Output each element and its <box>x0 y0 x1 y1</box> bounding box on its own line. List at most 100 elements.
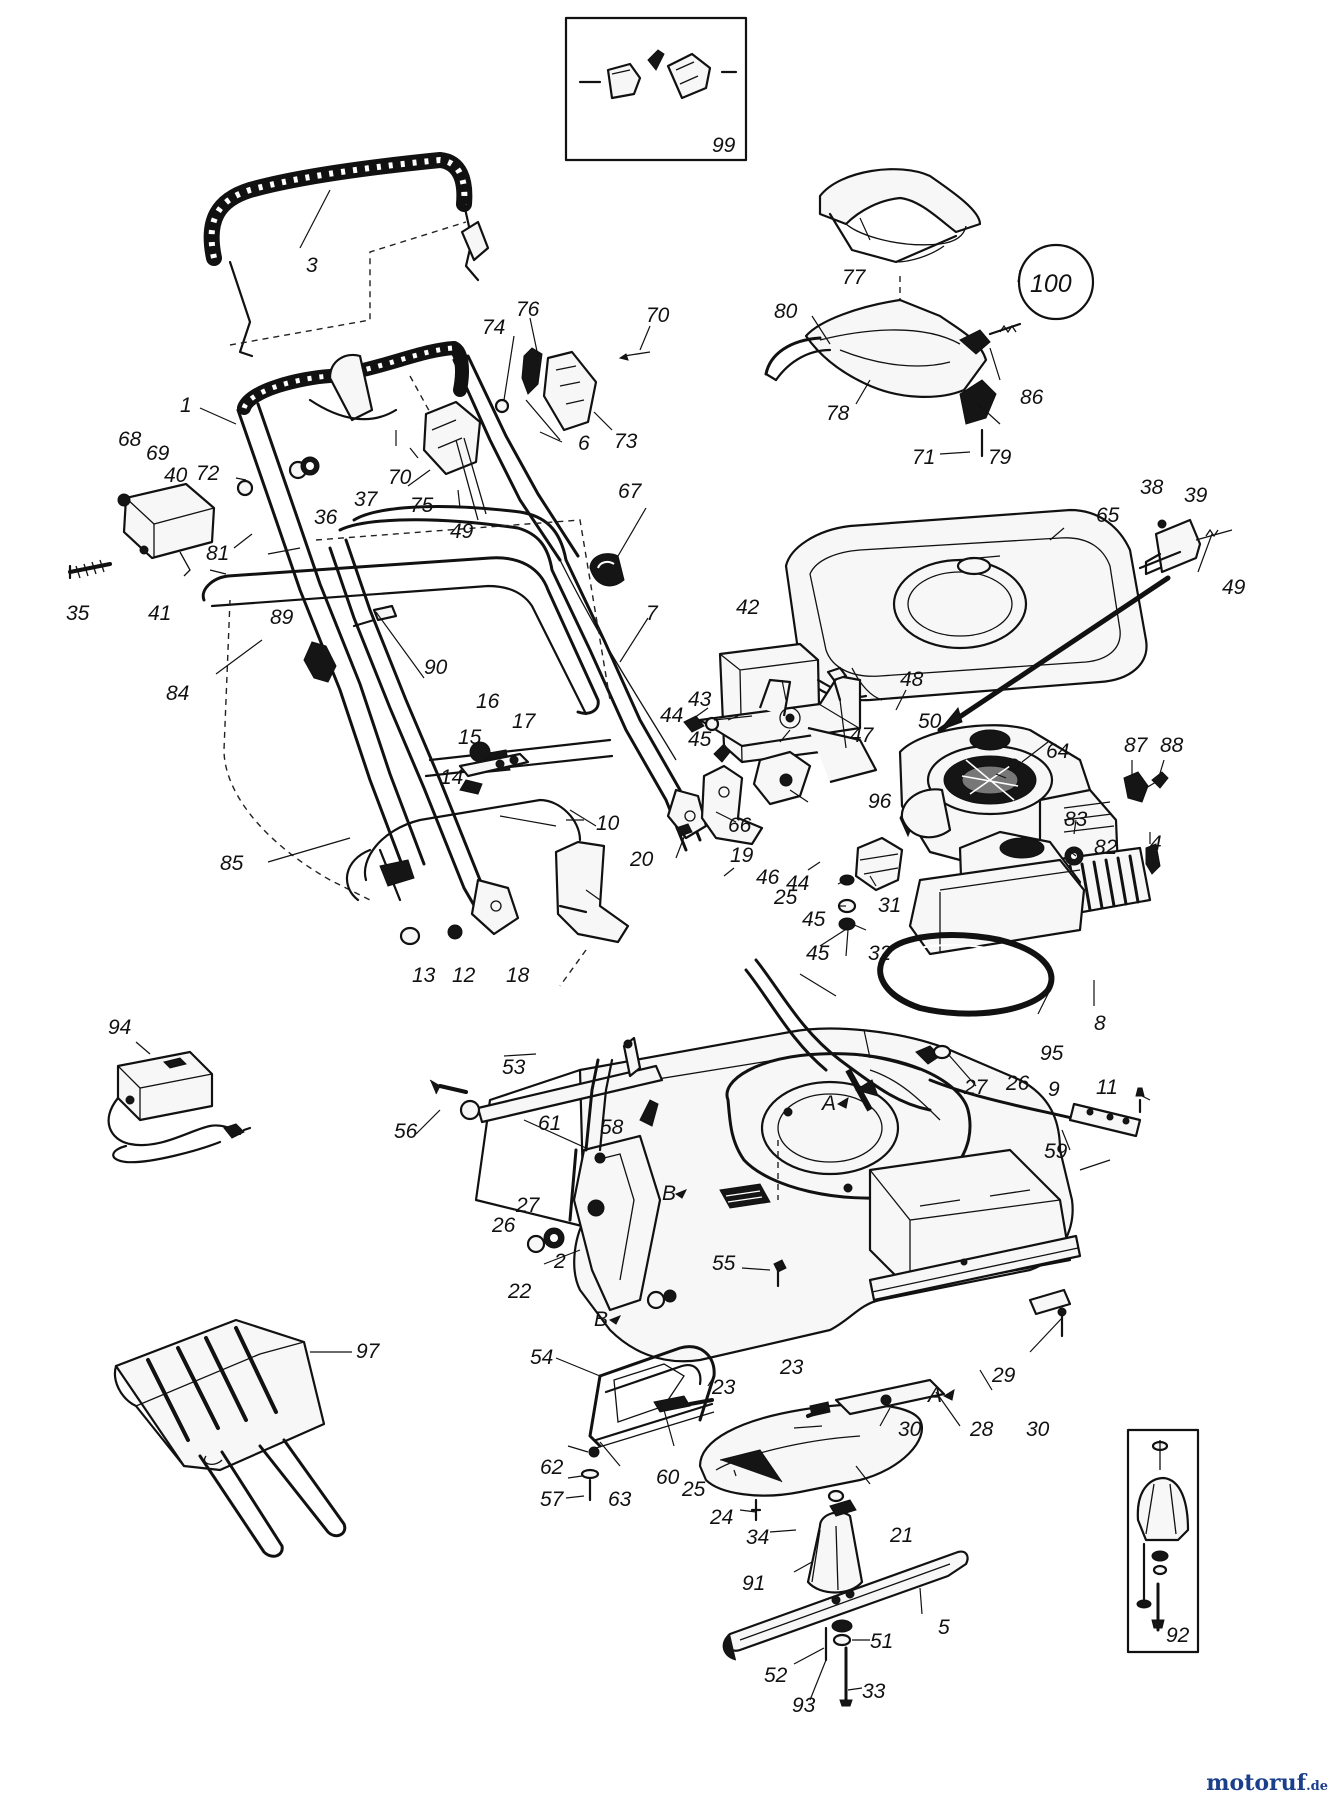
callout-50: 50 <box>918 710 942 733</box>
callout-17: 17 <box>512 710 537 733</box>
callout-26a: 26 <box>491 1214 516 1237</box>
circled-100: 100 <box>1017 243 1095 321</box>
callout-8: 8 <box>1094 1012 1106 1035</box>
callout-77: 77 <box>842 266 867 289</box>
inset-99-frame <box>564 16 748 162</box>
callout-16: 16 <box>476 690 500 713</box>
callout-43: 43 <box>688 688 712 711</box>
callout-3: 3 <box>306 254 318 277</box>
letter-b-lower: B <box>594 1308 608 1331</box>
rear-flap-assembly <box>764 168 1022 458</box>
callout-63: 63 <box>608 1488 632 1511</box>
handle-clip <box>460 220 490 262</box>
callout-37: 37 <box>354 488 379 511</box>
callout-40: 40 <box>164 464 188 487</box>
callout-35: 35 <box>66 602 90 625</box>
callout-23a: 23 <box>711 1376 736 1399</box>
callout-33: 33 <box>862 1680 886 1703</box>
callout-41: 41 <box>148 602 171 625</box>
callout-45c: 45 <box>806 942 830 965</box>
nut-13 <box>399 926 421 946</box>
reference-letters: A A B B <box>594 1092 955 1407</box>
inset-92-frame <box>1126 1428 1200 1654</box>
callout-10: 10 <box>596 812 620 835</box>
letter-a-upper: A <box>820 1092 836 1115</box>
callout-34: 34 <box>746 1526 769 1549</box>
callout-70b: 70 <box>388 466 412 489</box>
callout-73: 73 <box>614 430 638 453</box>
callout-26b: 26 <box>1005 1072 1030 1095</box>
blade-5 <box>722 1550 969 1707</box>
inset-92: 92 <box>1126 1428 1200 1654</box>
callout-21: 21 <box>889 1524 913 1547</box>
callout-54: 54 <box>530 1346 553 1369</box>
callout-59: 59 <box>1044 1140 1068 1163</box>
callout-79: 79 <box>988 446 1012 469</box>
callout-24: 24 <box>709 1506 733 1529</box>
leader-lines <box>135 189 1213 1701</box>
callout-27a: 27 <box>515 1194 541 1217</box>
callout-62: 62 <box>540 1456 564 1479</box>
battery-box-40 <box>68 482 216 580</box>
circled-100-label: 100 <box>1030 270 1072 298</box>
callout-70a: 70 <box>646 304 670 327</box>
callout-30b: 30 <box>1026 1418 1050 1441</box>
callout-11: 11 <box>1096 1076 1118 1099</box>
callout-12: 12 <box>452 964 476 987</box>
callout-86: 86 <box>1020 386 1044 409</box>
callout-47: 47 <box>850 724 875 747</box>
callout-30a: 30 <box>898 1418 922 1441</box>
watermark-brand: motoruf <box>1206 1770 1307 1796</box>
lower-bracket-54 <box>580 1345 716 1502</box>
callout-91: 91 <box>742 1572 765 1595</box>
callout-28: 28 <box>969 1418 994 1441</box>
callout-93: 93 <box>792 1694 816 1717</box>
callout-6: 6 <box>578 432 590 455</box>
callout-65: 65 <box>1096 504 1120 527</box>
callout-4: 4 <box>1150 832 1162 855</box>
callout-87: 87 <box>1124 734 1149 757</box>
letter-a-lower: A <box>926 1384 942 1407</box>
callout-68: 68 <box>118 428 142 451</box>
callout-14: 14 <box>440 766 463 789</box>
callout-55: 55 <box>712 1252 736 1275</box>
callout-9: 9 <box>1048 1078 1060 1101</box>
letter-b-upper: B <box>662 1182 676 1205</box>
inset-99-label: 99 <box>712 134 736 157</box>
callout-labels: 1 2 3 4 5 6 7 8 9 10 11 12 13 14 15 16 1… <box>66 254 1246 1717</box>
callout-1: 1 <box>180 394 192 417</box>
callout-82: 82 <box>1094 836 1118 859</box>
callout-39: 39 <box>1184 484 1208 507</box>
callout-49b: 49 <box>1222 576 1246 599</box>
callout-60: 60 <box>656 1466 680 1489</box>
callout-51: 51 <box>870 1630 893 1653</box>
callout-80: 80 <box>774 300 798 323</box>
callout-15: 15 <box>458 726 482 749</box>
inset-99: 99 <box>564 16 748 162</box>
clip-67 <box>589 553 625 587</box>
blade-guard-21 <box>698 1378 946 1522</box>
callout-42: 42 <box>736 596 760 619</box>
callout-58: 58 <box>600 1116 624 1139</box>
callout-85: 85 <box>220 852 244 875</box>
callout-23b: 23 <box>779 1356 804 1379</box>
callout-38: 38 <box>1140 476 1164 499</box>
callout-27b: 27 <box>963 1076 989 1099</box>
watermark: motoruf.de <box>1206 1770 1328 1796</box>
engine-assembly <box>554 508 1233 1017</box>
callout-76: 76 <box>516 298 540 321</box>
callout-49a: 49 <box>450 520 474 543</box>
callout-84: 84 <box>166 682 189 705</box>
callout-48: 48 <box>900 668 924 691</box>
callout-66: 66 <box>728 814 752 837</box>
callout-36: 36 <box>314 506 338 529</box>
battery-charger-94 <box>107 1050 252 1164</box>
plug-97 <box>113 1318 347 1558</box>
callout-75: 75 <box>410 494 434 517</box>
callout-88: 88 <box>1160 734 1184 757</box>
callout-72: 72 <box>196 462 220 485</box>
mower-deck <box>429 958 1145 1363</box>
callout-31: 31 <box>878 894 901 917</box>
switch-part-icon <box>578 49 738 100</box>
